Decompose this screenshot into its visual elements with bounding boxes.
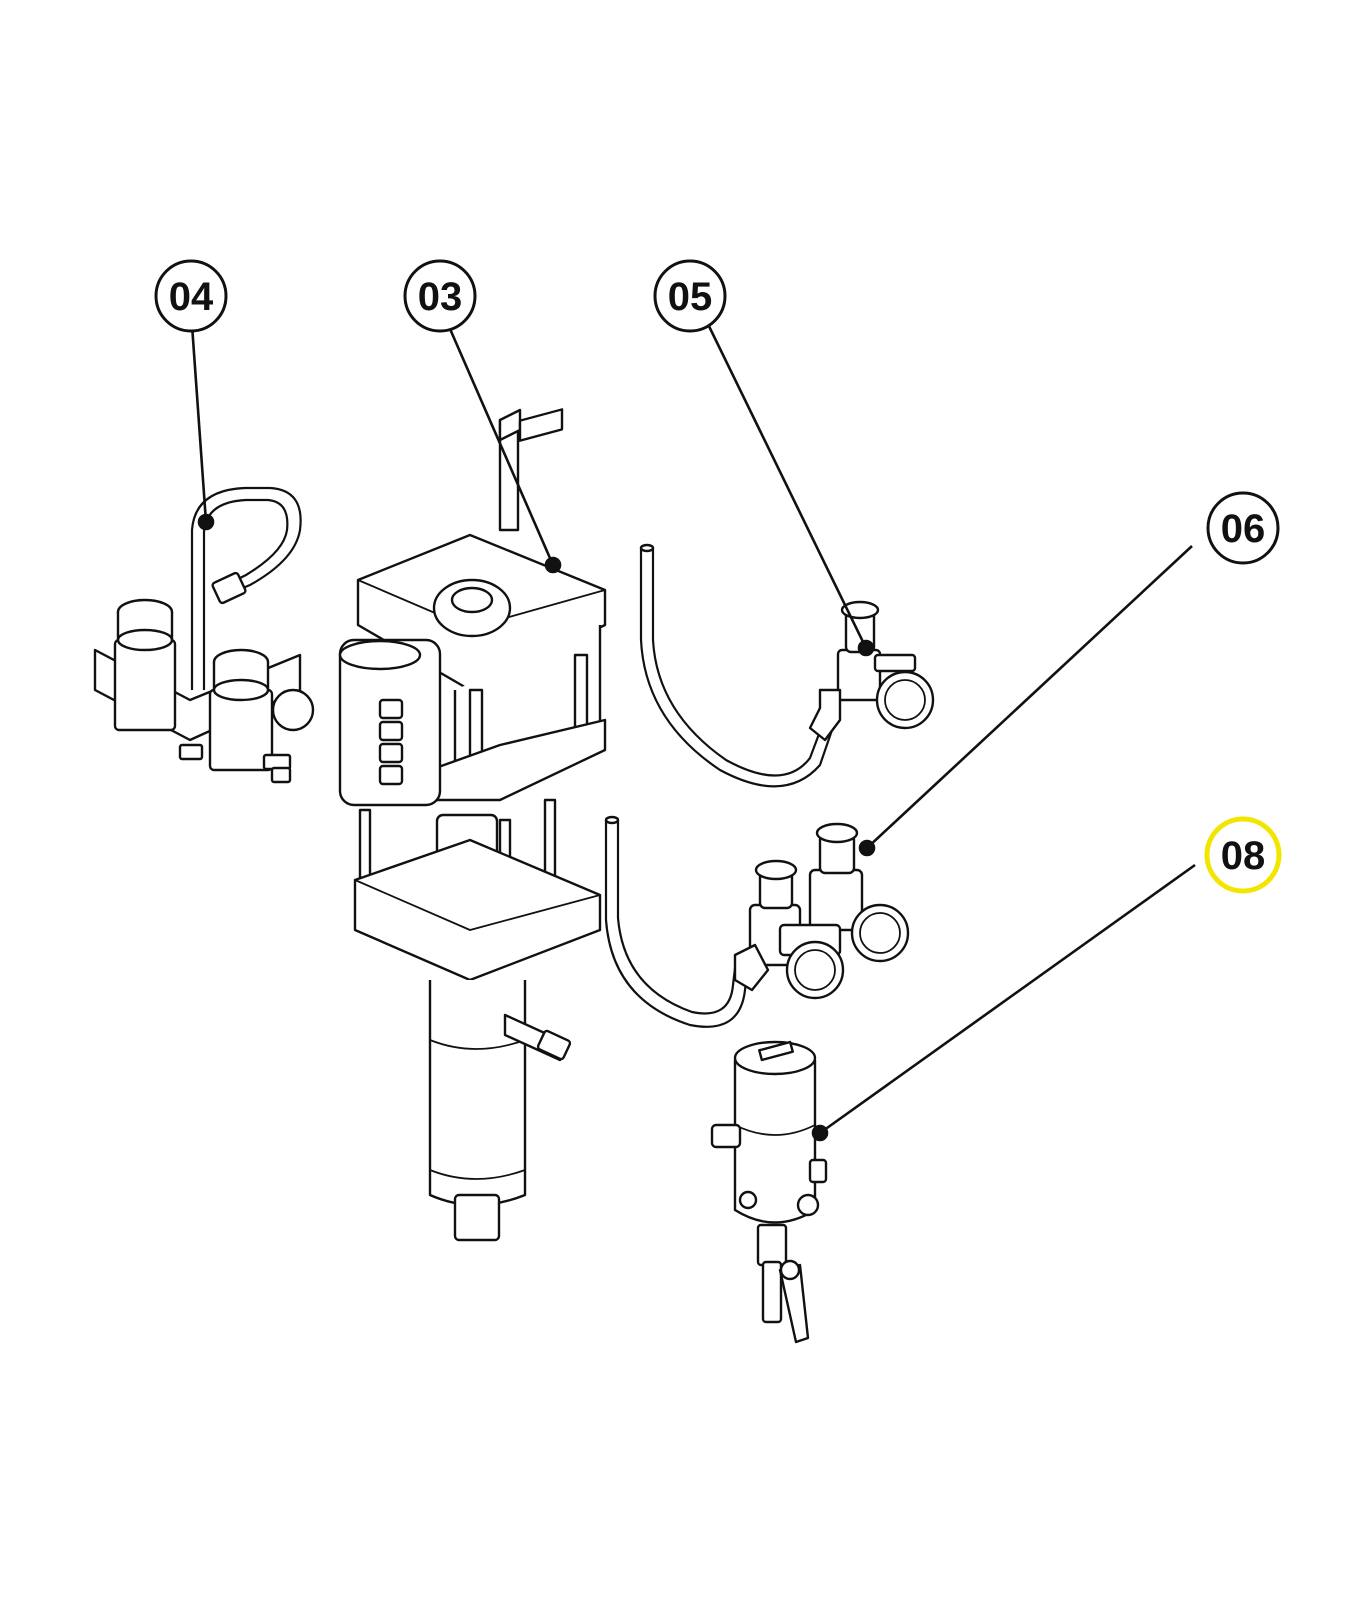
callout-circle [154,259,228,333]
leader-line-04 [190,324,208,523]
callout-03[interactable]: 03 [403,259,477,333]
part-06-dual-regulator-with-gauges [604,815,910,1028]
callout-04[interactable]: 04 [154,259,228,333]
leader-dot-04 [197,513,215,531]
callout-circle [653,259,727,333]
part-03-pump-assembly [338,408,607,1242]
callout-06[interactable]: 06 [1206,491,1280,565]
callout-label: 08 [1221,834,1266,878]
callout-circle-highlighted [1204,816,1282,894]
callout-label: 06 [1221,507,1266,551]
callout-label: 05 [668,275,713,319]
leader-dot-05 [857,639,875,657]
callout-circle [1206,491,1280,565]
part-08-valve-with-lever [710,1040,828,1344]
leader-line-05 [703,317,868,649]
part-04-filter-regulator-assembly [93,486,315,784]
callout-08[interactable]: 08 [1204,816,1282,894]
part-05-regulator-with-gauge [639,543,935,788]
callout-circle [403,259,477,333]
leader-line-06 [866,545,1193,849]
callout-label: 04 [169,275,214,319]
leader-dot-06 [858,839,876,857]
leader-dot-03 [544,556,562,574]
leader-line-03 [445,321,555,566]
leader-line-08 [819,863,1196,1135]
callout-label: 03 [418,275,463,319]
callout-05[interactable]: 05 [653,259,727,333]
leader-dot-08 [811,1124,829,1142]
leader-lines [190,317,1196,1142]
